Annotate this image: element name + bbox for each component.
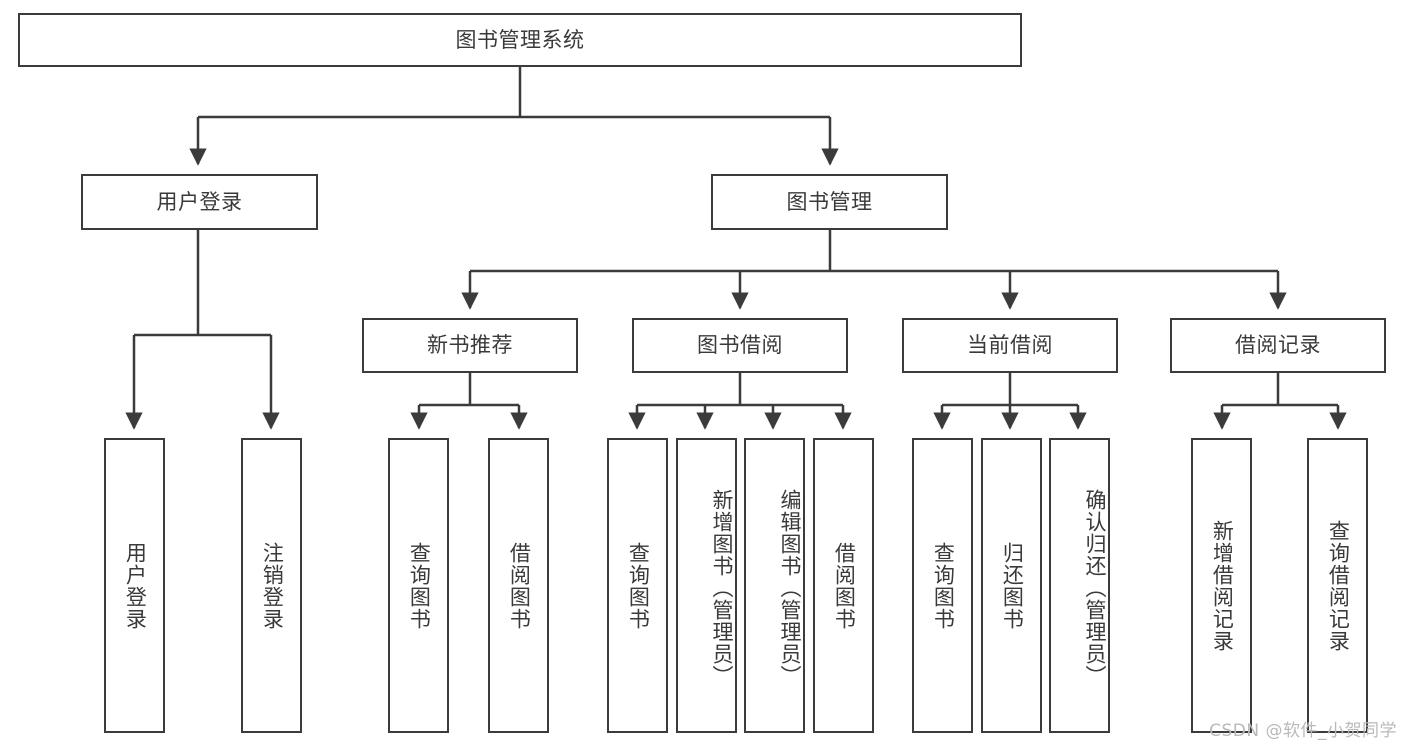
node-root[interactable]: 图书管理系统 — [18, 13, 1022, 67]
leaf-confirm-return-admin[interactable]: 确认归还（管理员） — [1049, 438, 1110, 733]
leaf-query-book-borrow[interactable]: 查询图书 — [607, 438, 668, 733]
leaf-add-book-admin[interactable]: 新增图书（管理员） — [676, 438, 737, 733]
node-book-borrow[interactable]: 图书借阅 — [632, 318, 848, 373]
leaf-borrow-book-recommend[interactable]: 借阅图书 — [488, 438, 549, 733]
leaf-return-book[interactable]: 归还图书 — [981, 438, 1042, 733]
node-current-borrow[interactable]: 当前借阅 — [902, 318, 1118, 373]
watermark: CSDN @软件_小贺同学 — [1209, 721, 1397, 741]
node-user-login[interactable]: 用户登录 — [81, 174, 318, 230]
leaf-query-book-current[interactable]: 查询图书 — [912, 438, 973, 733]
leaf-logout[interactable]: 注销登录 — [241, 438, 302, 733]
leaf-user-login[interactable]: 用户登录 — [104, 438, 165, 733]
leaf-add-borrow-record[interactable]: 新增借阅记录 — [1191, 438, 1252, 733]
leaf-query-borrow-record[interactable]: 查询借阅记录 — [1307, 438, 1368, 733]
leaf-query-book-recommend[interactable]: 查询图书 — [388, 438, 449, 733]
node-book-management[interactable]: 图书管理 — [711, 174, 948, 230]
leaf-borrow-book-borrow[interactable]: 借阅图书 — [813, 438, 874, 733]
node-borrow-record[interactable]: 借阅记录 — [1170, 318, 1386, 373]
leaf-edit-book-admin[interactable]: 编辑图书（管理员） — [744, 438, 805, 733]
node-new-book-recommend[interactable]: 新书推荐 — [362, 318, 578, 373]
